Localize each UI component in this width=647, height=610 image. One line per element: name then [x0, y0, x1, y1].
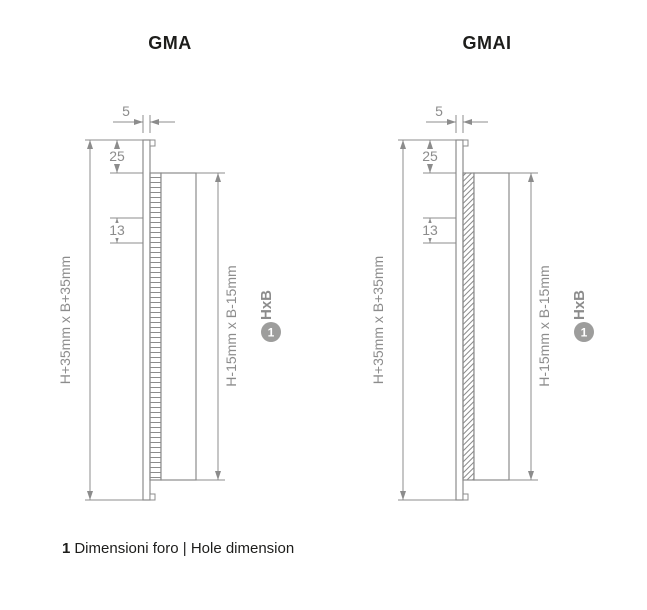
note-badge	[261, 322, 281, 342]
dim-arrow	[447, 119, 456, 125]
diagram-title-gmai: GMAI	[462, 33, 512, 53]
dim-arrow	[87, 491, 93, 500]
dim-arrow	[463, 119, 472, 125]
caption-number: 1	[62, 540, 71, 557]
frame-body	[473, 172, 510, 481]
label-bg	[107, 149, 127, 164]
dim-arrow	[215, 173, 221, 182]
offset13-label: 13	[422, 222, 438, 238]
hole-dimension-label: H-15mm x B-15mm	[536, 265, 552, 386]
outer-dimension-label: H+35mm x B+35mm	[57, 256, 73, 384]
label-bg	[420, 149, 440, 164]
hxb-label: HxB	[571, 290, 588, 320]
label-bg	[107, 223, 127, 238]
dim-arrow	[528, 471, 534, 480]
frame-front-flange	[142, 139, 151, 501]
offset25-label: 25	[422, 148, 438, 164]
outer-dimension-label: H+35mm x B+35mm	[370, 256, 386, 384]
dim-arrow	[114, 140, 120, 149]
thickness-label: 5	[435, 103, 443, 119]
dim-arrow	[150, 119, 159, 125]
caption-italian: Dimensioni foro	[74, 540, 179, 557]
dim-arrow	[400, 491, 406, 500]
caption-english: Hole dimension	[190, 540, 295, 557]
note-badge-number: 1	[268, 326, 275, 340]
offset25-label: 25	[109, 148, 125, 164]
diagram-title-gma: GMA	[148, 33, 192, 53]
hxb-label: HxB	[258, 290, 275, 320]
dim-arrow	[114, 164, 120, 173]
hole-dimension-label: H-15mm x B-15mm	[223, 265, 239, 386]
frame-section-hatch	[149, 172, 162, 481]
dim-arrow	[427, 140, 433, 149]
frame-front-flange	[455, 139, 464, 501]
dim-arrow	[134, 119, 143, 125]
frame-top-tab	[149, 139, 156, 147]
label-bg	[420, 223, 440, 238]
dim-arrow	[427, 164, 433, 173]
frame-bottom-tab	[462, 493, 469, 501]
frame-top-tab	[462, 139, 469, 147]
caption-separator: |	[182, 540, 187, 557]
frame-section-hatch	[462, 172, 475, 481]
frame-bottom-tab	[149, 493, 156, 501]
dim-arrow	[87, 140, 93, 149]
frame-body	[160, 172, 197, 481]
offset13-label: 13	[109, 222, 125, 238]
thickness-label: 5	[122, 103, 130, 119]
dim-arrow	[215, 471, 221, 480]
note-badge-number: 1	[581, 326, 588, 340]
note-badge	[574, 322, 594, 342]
dim-arrow	[400, 140, 406, 149]
dim-arrow	[528, 173, 534, 182]
